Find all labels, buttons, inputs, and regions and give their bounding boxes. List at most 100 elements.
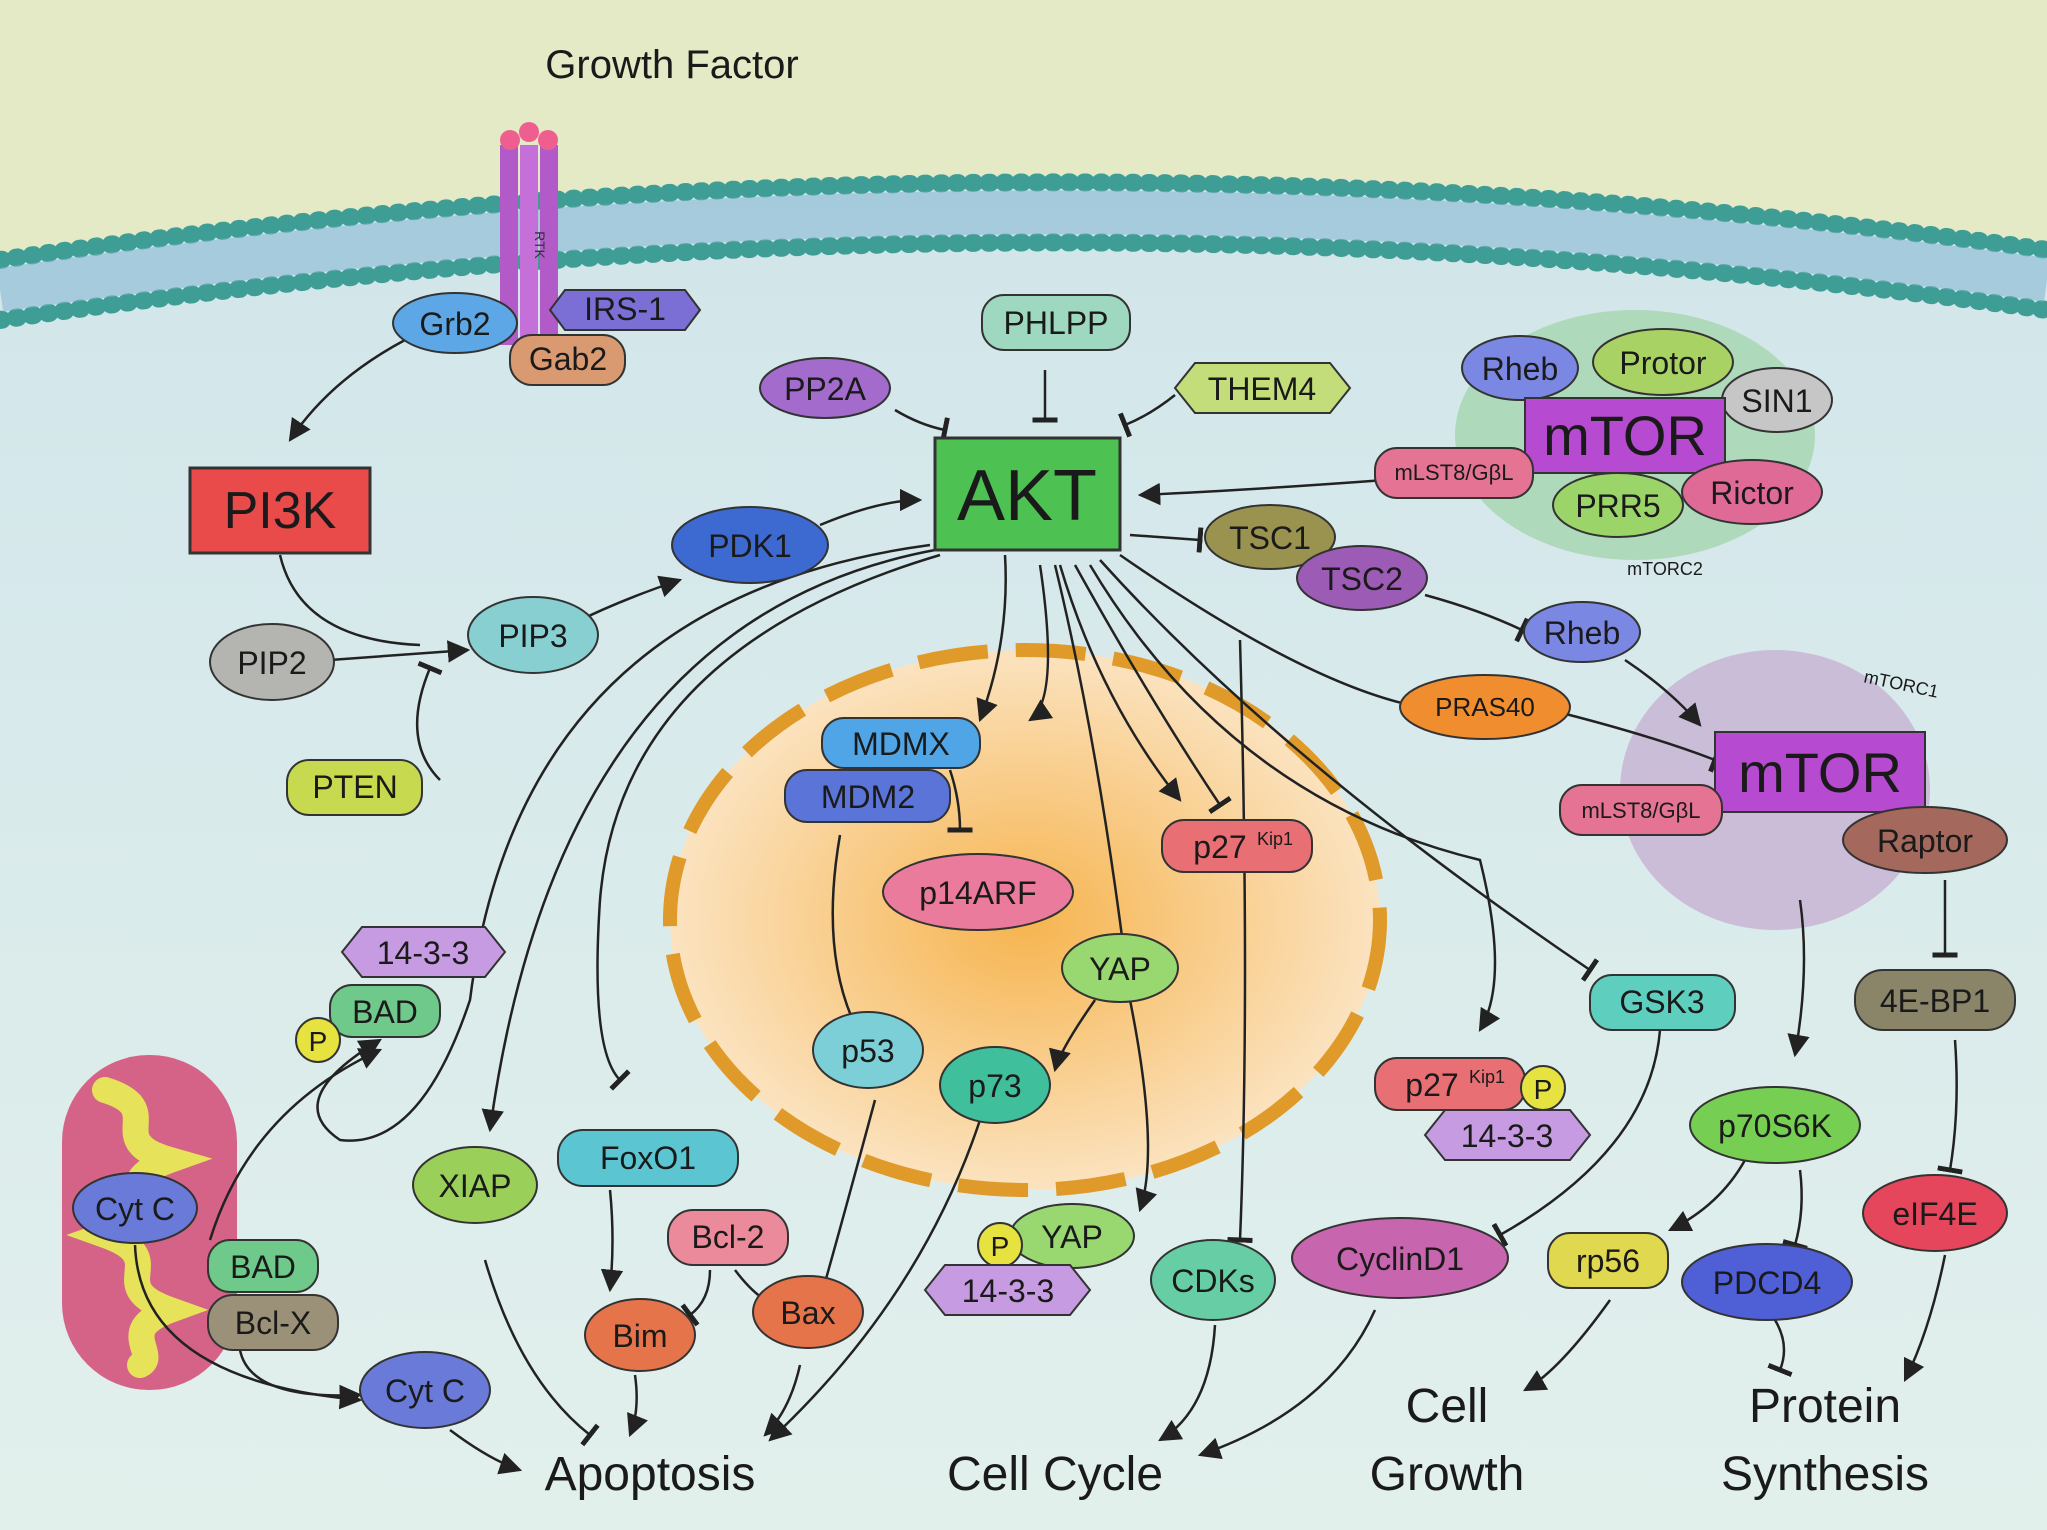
node-mlst8-mtorc1: mLST8/GβL	[1559, 784, 1723, 836]
node-eif4e: eIF4E	[1862, 1174, 2008, 1252]
node-xiap: XIAP	[412, 1146, 538, 1224]
edge-p70s6k-pdcd4	[1782, 1169, 1808, 1251]
edge-cyclind1-cellcycle	[1197, 1309, 1377, 1460]
svg-text:XIAP: XIAP	[439, 1168, 512, 1204]
svg-text:P: P	[1534, 1074, 1553, 1105]
edge-pp2a-akt	[894, 408, 950, 443]
node-irs1: IRS-1	[548, 289, 702, 331]
svg-text:p70S6K: p70S6K	[1718, 1108, 1832, 1144]
node-bim: Bim	[584, 1298, 696, 1372]
edge-rp56-growth	[1523, 1299, 1612, 1392]
node-pp2a: PP2A	[759, 357, 891, 419]
svg-text:Bcl-2: Bcl-2	[692, 1219, 765, 1255]
node-bad-phospho: BAD	[329, 984, 441, 1038]
node-yap-phospho: YAP	[1009, 1203, 1135, 1269]
svg-text:Bim: Bim	[612, 1318, 667, 1354]
edge-them4-akt	[1118, 394, 1176, 438]
node-1433-yap: 14-3-3	[923, 1264, 1092, 1316]
node-cdks: CDKs	[1150, 1239, 1276, 1321]
edge-mtor1-p70s6k	[1787, 899, 1810, 1058]
edge-foxo1-bim	[600, 1189, 624, 1293]
node-rp56: rp56	[1547, 1232, 1669, 1289]
node-rheb-mtorc2: Rheb	[1461, 335, 1579, 401]
outcome-cell-growth-line2: Growth	[1370, 1448, 1525, 1501]
svg-text:Bcl-X: Bcl-X	[235, 1305, 311, 1341]
edge-p73-apoptosis	[768, 1119, 982, 1442]
membrane-inner-heads	[0, 233, 2047, 329]
svg-text:PTEN: PTEN	[312, 769, 397, 805]
node-p-yap: P	[977, 1222, 1023, 1268]
svg-text:MDM2: MDM2	[821, 779, 915, 815]
edge-pten-pip3	[415, 660, 443, 781]
membrane-outer-heads	[0, 173, 2047, 269]
svg-text:Rheb: Rheb	[1544, 615, 1621, 651]
node-gsk3: GSK3	[1589, 974, 1736, 1031]
membrane-core	[0, 190, 2047, 312]
svg-text:P: P	[309, 1026, 328, 1057]
node-prr5: PRR5	[1552, 472, 1684, 538]
node-tsc1: TSC1	[1204, 504, 1336, 570]
svg-text:BAD: BAD	[352, 994, 418, 1030]
edge-pip2-pip3	[329, 640, 471, 663]
node-tsc2: TSC2	[1296, 545, 1428, 611]
outcome-protein-synthesis-line2: Synthesis	[1721, 1448, 1929, 1501]
svg-text:p14ARF: p14ARF	[919, 875, 1036, 911]
node-mtor-mtorc2: mTOR	[1524, 397, 1726, 474]
node-bad-mito: BAD	[207, 1239, 319, 1293]
node-cyclind1: CyclinD1	[1291, 1217, 1509, 1299]
edge-bax-apoptosis	[763, 1364, 802, 1437]
svg-text:MDMX: MDMX	[852, 726, 950, 762]
svg-text:PDCD4: PDCD4	[1713, 1265, 1821, 1301]
svg-text:14-3-3: 14-3-3	[962, 1273, 1055, 1309]
svg-text:14-3-3: 14-3-3	[1461, 1118, 1554, 1154]
node-p14arf: p14ARF	[882, 853, 1074, 931]
svg-text:AKT: AKT	[957, 456, 1097, 536]
node-mtor-mtorc1: mTOR	[1714, 731, 1926, 813]
node-rictor: Rictor	[1681, 459, 1823, 525]
outcome-cell-cycle: Cell Cycle	[947, 1448, 1163, 1501]
edge-akt-gsk3	[1099, 559, 1600, 982]
nuclear-envelope	[663, 643, 1387, 1197]
edge-p14arf-mdm2	[947, 769, 973, 833]
node-cytc-released: Cyt C	[359, 1351, 491, 1429]
node-pdcd4: PDCD4	[1681, 1243, 1853, 1321]
edge-gsk3-cyclind1	[1491, 1029, 1662, 1248]
edge-akt-mdmx	[1028, 564, 1054, 722]
node-phlpp: PHLPP	[981, 294, 1131, 351]
svg-text:Cyt C: Cyt C	[385, 1373, 465, 1409]
edge-akt-foxo1	[596, 553, 941, 1091]
node-bclx: Bcl-X	[207, 1294, 339, 1351]
node-1433-bad: 14-3-3	[340, 926, 507, 978]
node-akt: AKT	[933, 436, 1122, 552]
node-p-p27: P	[1520, 1065, 1566, 1111]
svg-text:PDK1: PDK1	[708, 528, 792, 564]
node-1433-p27: 14-3-3	[1423, 1109, 1592, 1161]
node-yap: YAP	[1061, 933, 1179, 1003]
svg-text:PIP3: PIP3	[498, 618, 567, 654]
svg-text:eIF4E: eIF4E	[1892, 1196, 1977, 1232]
svg-text:SIN1: SIN1	[1741, 383, 1812, 419]
svg-text:4E-BP1: 4E-BP1	[1880, 983, 1990, 1019]
edge-p27-cdks	[1227, 639, 1253, 1244]
edge-mtorc2-akt	[1137, 478, 1386, 506]
edge-yap-p73	[1049, 999, 1097, 1073]
svg-text:Cyt C: Cyt C	[95, 1191, 175, 1227]
svg-text:YAP: YAP	[1089, 951, 1151, 987]
svg-text:Raptor: Raptor	[1877, 823, 1973, 859]
svg-text:TSC2: TSC2	[1321, 561, 1403, 597]
edge-p70s6k-rp56	[1667, 1159, 1747, 1232]
node-cytc-mito: Cyt C	[72, 1172, 198, 1244]
rtk-label: RTK	[532, 231, 548, 259]
svg-text:IRS-1: IRS-1	[584, 291, 666, 327]
edge-eif4e-protein	[1903, 1254, 1947, 1383]
node-pras40: PRAS40	[1399, 674, 1571, 740]
svg-text:14-3-3: 14-3-3	[377, 935, 470, 971]
node-pip2: PIP2	[209, 623, 335, 701]
svg-text:Gab2: Gab2	[529, 341, 607, 377]
svg-text:CyclinD1: CyclinD1	[1336, 1241, 1464, 1277]
svg-text:PRR5: PRR5	[1575, 488, 1660, 524]
node-bax: Bax	[752, 1275, 864, 1349]
